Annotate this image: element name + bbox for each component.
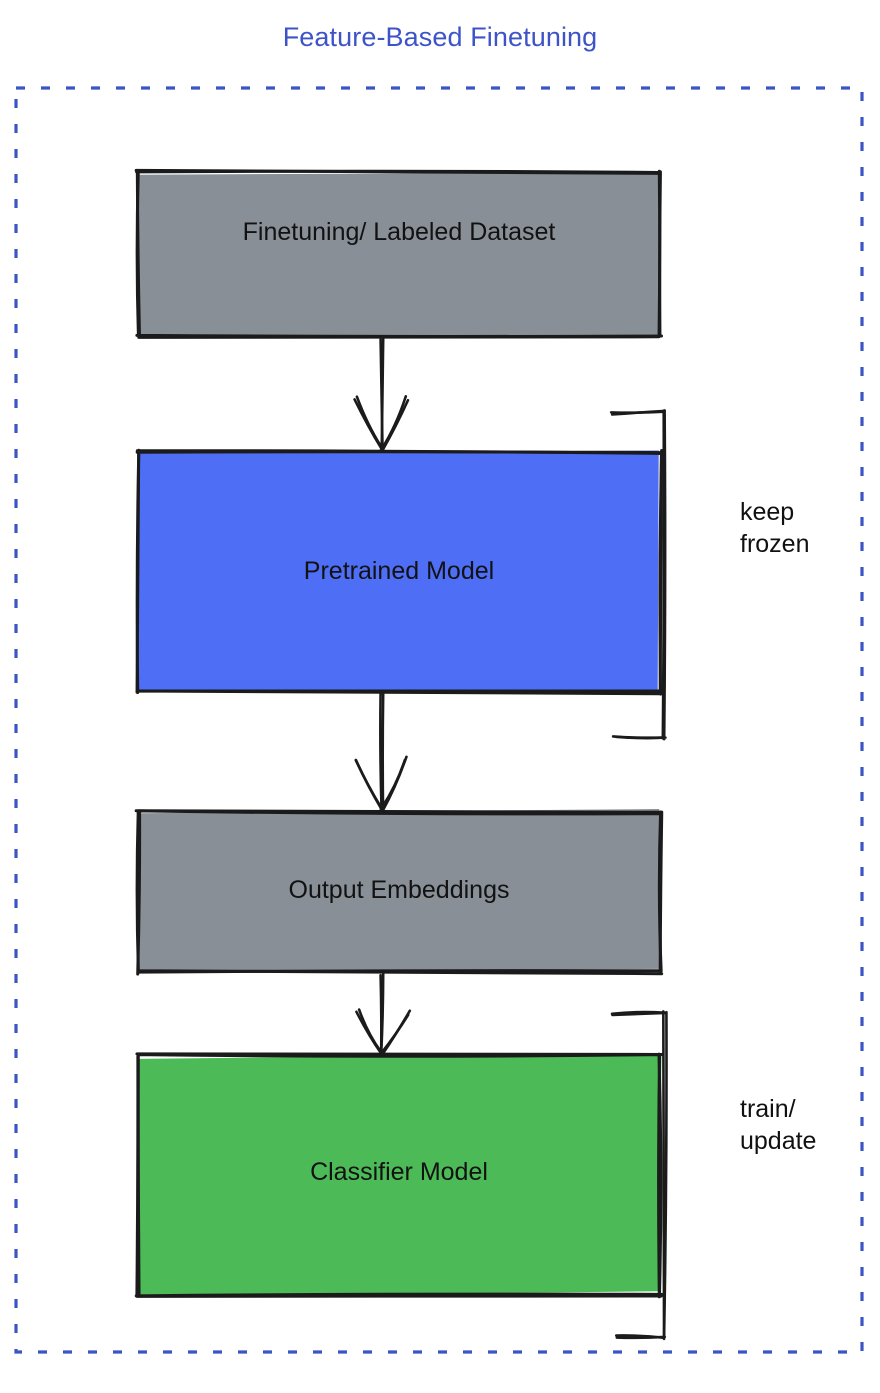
arrow-pretrained-to-embeddings: [354, 691, 408, 813]
node-fill-classifier: [136, 1053, 662, 1298]
keep-frozen-bracket: [609, 409, 667, 741]
bracket-label-keep-frozen: keep frozen: [740, 496, 809, 560]
dashed-container: [14, 86, 864, 1354]
node-classifier[interactable]: [134, 1052, 664, 1299]
bracket-label-line1: keep: [740, 498, 795, 526]
bracket-label-line2: update: [740, 1127, 817, 1155]
bracket-label-line2: frozen: [740, 530, 810, 558]
bracket-label-train-update: train/update: [740, 1093, 816, 1157]
node-fill-pretrained: [138, 450, 659, 693]
node-pretrained[interactable]: [135, 448, 664, 696]
node-fill-embeddings: [138, 809, 661, 972]
node-fill-dataset: [137, 172, 662, 338]
train-update-bracket: [610, 1010, 668, 1341]
node-embeddings[interactable]: [134, 809, 664, 976]
arrow-embeddings-to-classifier: [355, 971, 412, 1056]
arrow-dataset-to-pretrained: [353, 337, 410, 452]
page-title: Feature-Based Finetuning: [282, 22, 598, 52]
node-dataset[interactable]: [134, 168, 664, 339]
bracket-label-line1: train/: [740, 1095, 796, 1123]
